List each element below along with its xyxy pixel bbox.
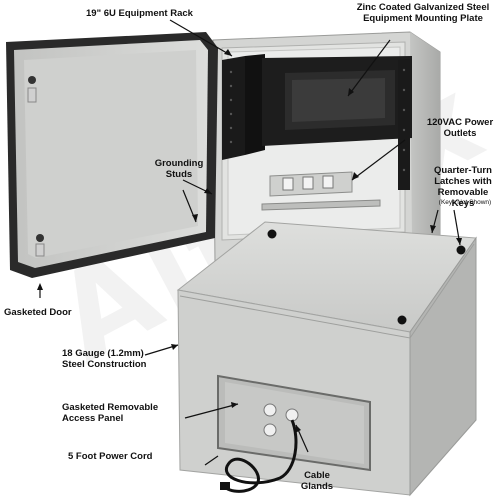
latch-right-top (456, 245, 466, 255)
label-power-outlets: 120VAC Power Outlets (426, 117, 494, 139)
label-rack: 19" 6U Equipment Rack (86, 8, 193, 19)
latch-left (267, 229, 277, 239)
power-cord (225, 419, 298, 493)
callout-arrowheads (37, 49, 462, 433)
label-steel-construction: 18 Gauge (1.2mm) Steel Construction (62, 348, 147, 370)
label-cable-glands: Cable Glands (300, 470, 334, 492)
label-latches: Quarter-Turn Latches with Removable Keys (434, 165, 492, 209)
power-outlet-strip (269, 171, 353, 197)
latch-right-front (397, 315, 407, 325)
label-gasketed-door: Gasketed Door (4, 307, 72, 318)
label-access-panel: Gasketed Removable Access Panel (62, 402, 159, 424)
open-enclosure (212, 31, 441, 265)
label-mounting-plate: Zinc Coated Galvanized Steel Equipment M… (356, 2, 490, 24)
open-door (6, 32, 218, 278)
equipment-rack (222, 54, 412, 190)
label-grounding-studs: Grounding Studs (154, 158, 204, 180)
label-power-cord: 5 Foot Power Cord (68, 451, 153, 462)
closed-enclosure (176, 221, 477, 497)
label-keys-note: (Keys Not Shown) (438, 199, 492, 206)
